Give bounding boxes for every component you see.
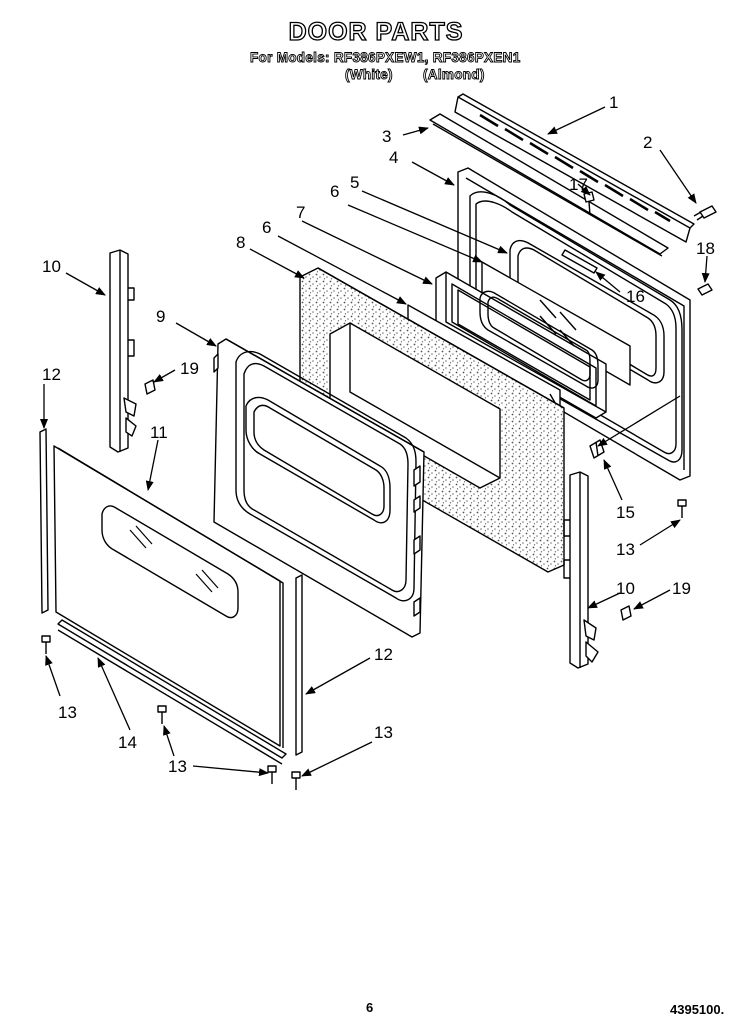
page-title: DOOR PARTS [288,17,464,46]
callout-6a: 6 [330,182,339,201]
callout-13d: 13 [374,723,393,742]
part-screw-13-right-top [677,499,687,518]
callout-8: 8 [236,233,245,252]
part-bottom-strip [57,619,287,765]
callout-13b: 13 [58,703,77,722]
part-deflector-strip [429,113,669,257]
callout-13c: 13 [168,757,187,776]
part-door-panel [213,338,425,638]
part-screw-13-mid [157,705,167,724]
callout-18: 18 [696,239,715,258]
model-numbers: For Models: RF386PXEW1, RF386PXEN1 [250,50,521,66]
callout-19b: 19 [672,579,691,598]
part-trim-strip-right [295,574,303,756]
part-vent-trim [454,93,695,243]
part-clip-16 [561,249,598,274]
callout-7: 7 [296,203,305,222]
callout-19a: 19 [180,359,199,378]
page-number: 6 [366,1000,374,1015]
callout-10b: 10 [616,579,635,598]
callout-11: 11 [150,423,168,442]
part-outer-glass [53,445,284,748]
callout-14: 14 [118,733,137,752]
callout-1: 1 [609,93,618,112]
callout-17: 17 [569,175,588,194]
part-hinge-channel-right [563,471,599,669]
callout-3: 3 [382,127,391,146]
callout-12a: 12 [42,365,61,384]
color-almond-label: (Almond) [423,67,485,83]
callout-4: 4 [389,148,398,167]
callout-2: 2 [643,133,652,152]
part-screw-13-left [41,635,51,654]
callout-16: 16 [626,287,645,306]
callout-labels: 1 2 3 4 5 6 7 6 8 9 10 19 12 11 17 16 18… [42,93,715,776]
part-glass-back [481,261,631,386]
part-screw-18 [697,283,713,296]
callout-9: 9 [156,307,165,326]
part-trim-strip-left [39,428,49,614]
part-window-pack [435,271,607,419]
color-white-label: (White) [345,67,393,83]
callout-12b: 12 [374,645,393,664]
part-hinge-channel-left [109,249,137,453]
part-bracket-15 [589,439,605,459]
part-screw-13-right-bottom [291,771,301,790]
callout-10a: 10 [42,257,61,276]
callout-13a: 13 [616,540,635,559]
document-number: 4395100. [670,1002,725,1017]
callout-6b: 6 [262,218,271,237]
part-screw-2 [693,205,717,221]
part-clip-19-right [620,605,632,621]
part-screw-13-bottom [267,765,277,784]
part-clip-19-left [144,379,156,395]
callout-15: 15 [616,503,635,522]
leader-lines [40,106,710,777]
callout-5: 5 [350,173,359,192]
